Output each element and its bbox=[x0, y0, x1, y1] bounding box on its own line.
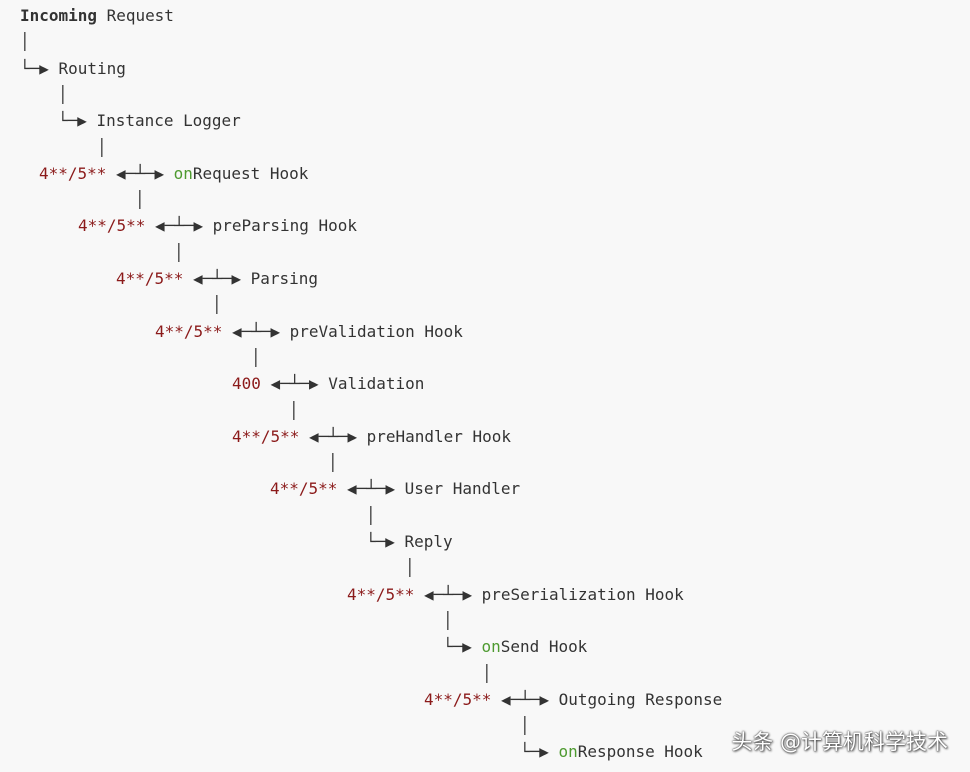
status-code: 4**/5** bbox=[154, 321, 232, 341]
flow-connector: │ bbox=[328, 453, 338, 473]
step-label: Request bbox=[96, 6, 174, 25]
status-code: 4**/5** bbox=[77, 216, 155, 236]
connector-arrow: │ bbox=[250, 347, 261, 367]
connector-arrow: ◀─┴─▶ bbox=[347, 479, 405, 499]
step-label: Incoming bbox=[20, 6, 97, 25]
status-code: 4**/5** bbox=[39, 163, 117, 183]
connector-arrow: └─▶ bbox=[20, 58, 59, 78]
flow-step: └─▶ Instance Logger bbox=[58, 111, 241, 131]
flow-step: Incoming Request bbox=[20, 6, 174, 26]
step-label: preHandler Hook bbox=[366, 426, 511, 446]
flow-step: └─▶ onSend Hook bbox=[443, 637, 587, 657]
connector-arrow: │ bbox=[20, 32, 30, 52]
step-label: Validation bbox=[327, 374, 425, 394]
connector-arrow: │ bbox=[58, 84, 69, 104]
flow-connector: │ bbox=[366, 506, 376, 526]
flow-connector: │ bbox=[289, 401, 299, 421]
connector-arrow: └─▶ bbox=[520, 742, 559, 762]
flow-connector: │ bbox=[520, 716, 530, 736]
flow-connector: │ bbox=[58, 85, 68, 105]
flow-step: 4**/5** ◀─┴─▶ preParsing Hook bbox=[78, 216, 357, 236]
connector-arrow: │ bbox=[443, 610, 453, 630]
connector-arrow: │ bbox=[212, 295, 223, 315]
flow-connector: │ bbox=[97, 138, 107, 158]
connector-arrow: └─▶ bbox=[58, 111, 97, 131]
flow-step: 4**/5** ◀─┴─▶ preHandler Hook bbox=[232, 427, 511, 447]
step-label: Request Hook bbox=[193, 163, 309, 183]
step-label: User Handler bbox=[404, 479, 521, 499]
connector-arrow: │ bbox=[289, 400, 299, 420]
connector-arrow: │ bbox=[366, 505, 376, 525]
connector-arrow: ◀─┴─▶ bbox=[231, 321, 290, 341]
connector-arrow: │ bbox=[173, 242, 184, 262]
status-code: 4**/5** bbox=[231, 426, 309, 446]
status-code: 4**/5** bbox=[270, 479, 348, 499]
flow-step: 4**/5** ◀─┴─▶ preSerialization Hook bbox=[347, 585, 684, 605]
flow-connector: │ bbox=[251, 348, 261, 368]
step-label: Reply bbox=[404, 532, 453, 551]
connector-arrow: └─▶ bbox=[366, 532, 405, 551]
connector-arrow: │ bbox=[135, 190, 146, 210]
flow-step: 4**/5** ◀─┴─▶ Parsing bbox=[116, 269, 318, 289]
flow-connector: │ bbox=[212, 295, 222, 315]
step-label: Response Hook bbox=[577, 742, 704, 762]
flow-step: 400 ◀─┴─▶ Validation bbox=[232, 374, 424, 394]
connector-arrow: ◀─┴─▶ bbox=[424, 584, 482, 604]
step-label: on bbox=[173, 163, 194, 183]
flow-step: 4**/5** ◀─┴─▶ onRequest Hook bbox=[39, 164, 308, 184]
connector-arrow: ◀─┴─▶ bbox=[193, 269, 251, 288]
step-label: Parsing bbox=[250, 269, 319, 288]
connector-arrow: │ bbox=[481, 663, 492, 683]
step-label: Outgoing Response bbox=[558, 689, 723, 709]
flow-step: 4**/5** ◀─┴─▶ preValidation Hook bbox=[155, 322, 463, 342]
step-label: preSerialization Hook bbox=[481, 584, 684, 604]
status-code: 4**/5** bbox=[424, 689, 501, 709]
flow-step: 4**/5** ◀─┴─▶ Outgoing Response bbox=[424, 690, 722, 710]
connector-arrow: ◀─┴─▶ bbox=[308, 426, 367, 446]
flow-connector: │ bbox=[482, 664, 492, 684]
step-label: preParsing Hook bbox=[212, 216, 357, 236]
connector-arrow: └─▶ bbox=[443, 637, 482, 657]
connector-arrow: ◀─┴─▶ bbox=[154, 216, 213, 236]
flow-step: └─▶ onResponse Hook bbox=[520, 742, 703, 762]
step-label: Instance Logger bbox=[96, 111, 242, 131]
connector-arrow: │ bbox=[404, 558, 415, 578]
step-label: Send Hook bbox=[500, 637, 588, 657]
connector-arrow: ◀─┴─▶ bbox=[270, 374, 328, 394]
flow-connector: │ bbox=[135, 190, 145, 210]
status-code: 400 bbox=[231, 374, 271, 394]
status-code: 4**/5** bbox=[347, 584, 425, 604]
connector-arrow: │ bbox=[96, 137, 107, 157]
connector-arrow: │ bbox=[327, 453, 338, 473]
status-code: 4**/5** bbox=[116, 269, 194, 288]
connector-arrow: ◀─┴─▶ bbox=[116, 163, 174, 183]
watermark: 头条 @计算机科学技术 bbox=[731, 730, 948, 754]
step-label: on bbox=[481, 637, 501, 657]
step-label: Routing bbox=[58, 58, 126, 78]
flow-connector: │ bbox=[405, 558, 415, 578]
flow-step: 4**/5** ◀─┴─▶ User Handler bbox=[270, 479, 520, 499]
flow-step: └─▶ Routing bbox=[20, 59, 126, 79]
step-label: on bbox=[558, 742, 578, 762]
connector-arrow: │ bbox=[520, 716, 530, 736]
flow-step: └─▶ Reply bbox=[366, 532, 453, 552]
flow-connector: │ bbox=[443, 611, 453, 631]
flow-connector: │ bbox=[20, 32, 30, 52]
step-label: preValidation Hook bbox=[289, 321, 463, 341]
connector-arrow: ◀─┴─▶ bbox=[500, 689, 559, 709]
flow-connector: │ bbox=[174, 243, 184, 263]
